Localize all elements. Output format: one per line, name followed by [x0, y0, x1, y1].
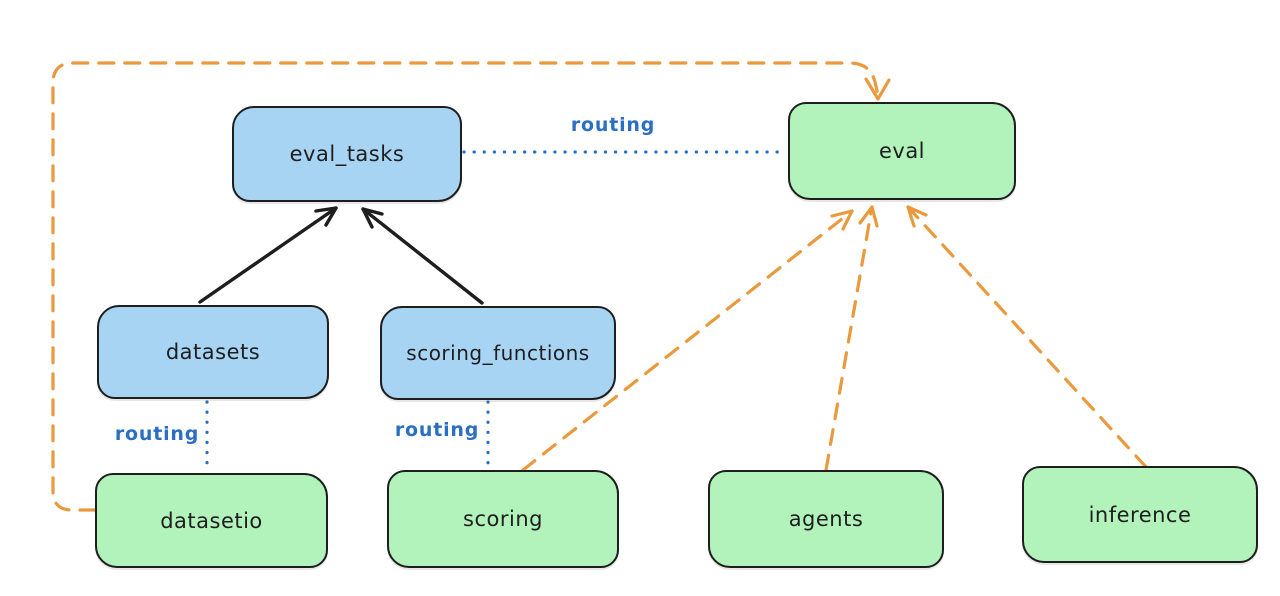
routing-label-top: routing	[570, 114, 656, 136]
edge-datasetio-to-eval	[51, 61, 891, 512]
node-eval-tasks-label: eval_tasks	[289, 142, 405, 166]
edge-scoring-to-eval	[521, 209, 854, 472]
node-datasets: datasets	[97, 305, 329, 399]
routing-label-datasetio: routing	[114, 423, 200, 445]
node-eval-label: eval	[878, 139, 926, 163]
node-scoring: scoring	[387, 470, 619, 568]
node-eval-tasks: eval_tasks	[232, 106, 462, 202]
edge-datasets-to-eval_tasks	[198, 206, 338, 304]
node-datasetio: datasetio	[95, 473, 328, 568]
edge-scoring_functions-to-eval_tasks	[361, 207, 484, 305]
node-datasetio-label: datasetio	[160, 508, 263, 533]
node-agents-label: agents	[788, 507, 864, 531]
node-agents: agents	[708, 470, 944, 568]
edge-inference-to-eval	[906, 205, 1148, 469]
routing-label-scoring: routing	[394, 419, 480, 441]
node-scoring-functions: scoring_functions	[380, 306, 616, 400]
node-datasets-label: datasets	[165, 340, 261, 364]
node-inference-label: inference	[1088, 502, 1192, 527]
node-eval: eval	[788, 102, 1016, 200]
edge-agents-to-eval	[824, 205, 879, 472]
node-scoring-functions-label: scoring_functions	[406, 341, 590, 365]
node-inference: inference	[1022, 466, 1258, 563]
node-scoring-label: scoring	[463, 507, 543, 531]
